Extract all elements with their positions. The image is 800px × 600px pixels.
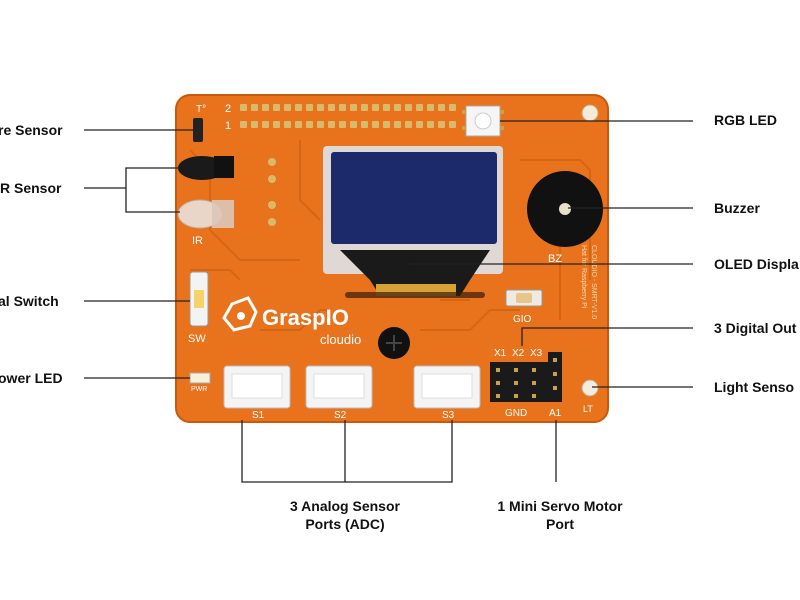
header-pin bbox=[328, 104, 335, 111]
header-row-1-label: 1 bbox=[225, 120, 231, 132]
header-pin bbox=[273, 121, 280, 128]
oled-screen bbox=[331, 152, 497, 244]
servo-header bbox=[548, 352, 562, 402]
header-pin bbox=[394, 104, 401, 111]
header-pin bbox=[251, 104, 258, 111]
header-pin bbox=[317, 121, 324, 128]
callout-oled-display: OLED Displa bbox=[714, 256, 799, 272]
board-side-text-2: Hat for Raspberry Pi bbox=[580, 245, 587, 309]
callout-servo-port: 1 Mini Servo Motor Port bbox=[485, 497, 635, 533]
callout-light-sensor: Light Senso bbox=[714, 379, 795, 395]
header-pin bbox=[383, 121, 390, 128]
header-pin bbox=[306, 121, 313, 128]
x1-label: X1 bbox=[494, 348, 507, 359]
header-pin bbox=[295, 121, 302, 128]
header-pin bbox=[416, 104, 423, 111]
callout-analog-ports: 3 Analog Sensor Ports (ADC) bbox=[270, 497, 420, 533]
header-pin bbox=[240, 104, 247, 111]
header-pin bbox=[438, 121, 445, 128]
callout-tactile-switch: al Switch bbox=[0, 293, 59, 309]
brand-name: GraspIO bbox=[262, 305, 349, 330]
callout-analog-ports-line2: Ports (ADC) bbox=[305, 516, 385, 532]
header-pin bbox=[262, 104, 269, 111]
ir-emitter-body bbox=[212, 200, 234, 228]
header-pin bbox=[284, 121, 291, 128]
header-pin bbox=[306, 104, 313, 111]
light-sensor bbox=[581, 379, 599, 397]
header-pin bbox=[405, 104, 412, 111]
header-pin bbox=[361, 121, 368, 128]
callout-digital-outputs: 3 Digital Out bbox=[714, 320, 797, 336]
header-pin bbox=[317, 104, 324, 111]
header-pin bbox=[339, 104, 346, 111]
analog-connector-s1 bbox=[223, 365, 291, 409]
gnd-label: GND bbox=[505, 408, 527, 419]
ir-leads bbox=[268, 158, 276, 226]
header-pin bbox=[383, 104, 390, 111]
header-pin bbox=[273, 104, 280, 111]
power-led bbox=[189, 372, 211, 384]
header-pin bbox=[449, 104, 456, 111]
header-pin bbox=[449, 121, 456, 128]
ir-receiver-body bbox=[214, 156, 234, 178]
header-pin bbox=[427, 104, 434, 111]
header-pin bbox=[405, 121, 412, 128]
header-pin bbox=[284, 104, 291, 111]
tactile-switch-button bbox=[194, 290, 204, 308]
header-row-2-label: 2 bbox=[225, 103, 231, 115]
mounting-hole bbox=[581, 104, 599, 122]
s2-label: S2 bbox=[334, 410, 347, 421]
callout-temperature-sensor: re Sensor bbox=[0, 122, 63, 138]
header-pin bbox=[372, 121, 379, 128]
header-pin bbox=[416, 121, 423, 128]
lt-label: LT bbox=[583, 404, 593, 414]
graspio-logo-icon bbox=[222, 296, 258, 332]
callout-servo-port-line2: Port bbox=[546, 516, 574, 532]
gio-label: GIO bbox=[513, 314, 532, 325]
analog-connector-s3 bbox=[413, 365, 481, 409]
temp-marker: T° bbox=[196, 104, 206, 115]
board-side-text-1: CLOUDIO - SMRT-V1.0 bbox=[590, 245, 597, 319]
header-pin bbox=[240, 121, 247, 128]
x2-label: X2 bbox=[512, 348, 525, 359]
callout-analog-ports-line1: 3 Analog Sensor bbox=[290, 498, 400, 514]
analog-connector-s2 bbox=[305, 365, 373, 409]
header-pin bbox=[350, 104, 357, 111]
header-pin bbox=[262, 121, 269, 128]
header-pin bbox=[295, 104, 302, 111]
s3-label: S3 bbox=[442, 410, 455, 421]
callout-lines bbox=[84, 120, 693, 483]
sw-label: SW bbox=[188, 333, 206, 345]
gpio-header bbox=[240, 104, 456, 128]
header-pin bbox=[350, 121, 357, 128]
s1-label: S1 bbox=[252, 410, 265, 421]
header-pin bbox=[361, 104, 368, 111]
callout-ir-sensor: R Sensor bbox=[0, 180, 62, 196]
ir-label: IR bbox=[192, 235, 203, 247]
callout-rgb-led: RGB LED bbox=[714, 112, 777, 128]
header-pin bbox=[251, 121, 258, 128]
bz-label: BZ bbox=[548, 253, 562, 265]
header-pin bbox=[328, 121, 335, 128]
header-pin bbox=[339, 121, 346, 128]
brand-sub: cloudio bbox=[320, 332, 361, 347]
header-pin bbox=[438, 104, 445, 111]
oled-slot bbox=[345, 292, 485, 298]
callout-buzzer: Buzzer bbox=[714, 200, 760, 216]
x3-label: X3 bbox=[530, 348, 543, 359]
temperature-sensor bbox=[193, 118, 203, 142]
header-pin bbox=[427, 121, 434, 128]
pwr-label: PWR bbox=[191, 386, 207, 393]
header-pin bbox=[372, 104, 379, 111]
callout-power-led: ower LED bbox=[0, 370, 63, 386]
callout-servo-port-line1: 1 Mini Servo Motor bbox=[497, 498, 623, 514]
a1-label: A1 bbox=[549, 408, 562, 419]
header-pin bbox=[394, 121, 401, 128]
